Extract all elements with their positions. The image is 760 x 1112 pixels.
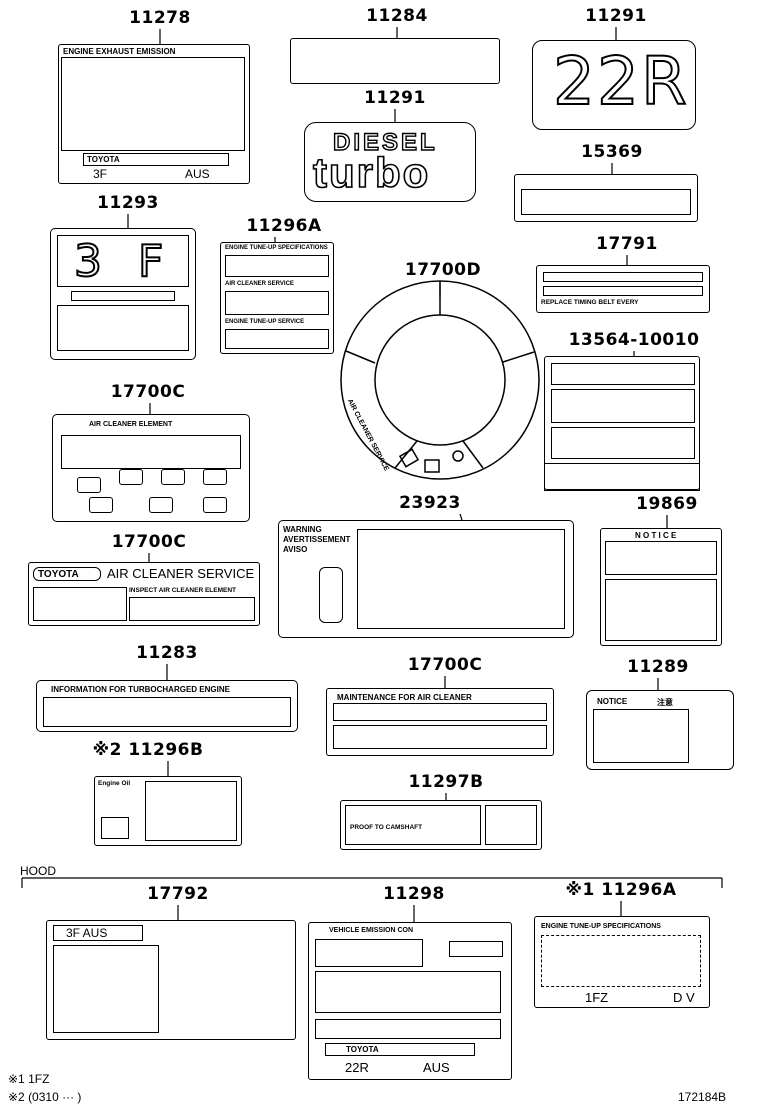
label-17700C-b: TOYOTA AIR CLEANER SERVICE INSPECT AIR C… (28, 562, 260, 626)
code-dv: D V (673, 990, 695, 1005)
part-number-11296A-hood: ※1 11296A (565, 880, 677, 900)
label-11296B: Engine Oil (94, 776, 242, 846)
label-19869: N O T I C E (600, 528, 722, 646)
turbo-text: turbo (312, 148, 431, 197)
label-11298: VEHICLE EMISSION CON TOYOTA 22R AUS (308, 922, 512, 1080)
label-11278: ENGINE EXHAUST EMISSION TOYOTA 3F AUS (58, 44, 250, 184)
part-number-11296A: 11296A (246, 216, 322, 236)
big-f: F (137, 235, 164, 288)
part-number-11283: 11283 (136, 643, 198, 663)
label-23923: WARNING AVERTISSEMENT AVISO (278, 520, 574, 638)
label-11297B: PROOF TO CAMSHAFT (340, 800, 542, 850)
part-number-23923: 23923 (399, 493, 461, 513)
part-number-11291-a: 11291 (585, 6, 647, 26)
part-number-11284: 11284 (366, 6, 428, 26)
oil-can-icon (101, 817, 129, 839)
model-3f: 3F (93, 167, 108, 181)
region-aus: AUS (185, 167, 210, 181)
region-aus-2: AUS (423, 1060, 450, 1075)
label-17700C-c: MAINTENANCE FOR AIR CLEANER (326, 688, 554, 756)
label-11293: 3 F (50, 228, 196, 360)
part-number-11278: 11278 (129, 8, 191, 28)
model-22r: 22R (345, 1060, 369, 1075)
ring-label-17700D (340, 280, 540, 480)
diesel-text: DIESEL (332, 128, 438, 156)
emission-body (61, 57, 245, 151)
hood-label: HOOD (20, 864, 56, 878)
part-number-17700C-c: 17700C (407, 655, 483, 675)
part-number-17791: 17791 (596, 234, 658, 254)
footnote-2: ※2 (0310 ··· ) (8, 1090, 82, 1104)
filter-icon (319, 567, 343, 623)
label-13564-10010 (544, 356, 700, 491)
model-1fz: 1FZ (585, 990, 609, 1005)
part-number-17792: 17792 (147, 884, 209, 904)
part-number-11291-b: 11291 (364, 88, 426, 108)
part-number-13564-10010: 13564-10010 (568, 330, 700, 350)
part-number-15369: 15369 (581, 142, 643, 162)
label-17791: REPLACE TIMING BELT EVERY (536, 265, 710, 313)
label-11296A: ENGINE TUNE-UP SPECIFICATIONS AIR CLEANE… (220, 242, 334, 354)
label-11291-diesel: DIESEL turbo (304, 122, 476, 202)
part-number-11293: 11293 (97, 193, 159, 213)
emission-header: ENGINE EXHAUST EMISSION (63, 47, 176, 56)
part-number-17700D: 17700D (404, 260, 482, 280)
part-number-11297B: 11297B (408, 772, 484, 792)
part-number-17700C-a: 17700C (110, 382, 186, 402)
label-11289: NOTICE 注意 (586, 690, 734, 770)
drawing-number: 172184B (678, 1090, 727, 1104)
toyota-strip: TOYOTA (83, 153, 229, 166)
label-11291-22r: 22R (532, 40, 696, 130)
footnote-1: ※1 1FZ (8, 1072, 50, 1086)
part-number-11289: 11289 (627, 657, 689, 677)
part-number-11296B: ※2 11296B (92, 740, 204, 760)
part-number-11298: 11298 (383, 884, 445, 904)
big-3: 3 (73, 235, 103, 288)
part-number-17700C-b: 17700C (111, 532, 187, 552)
label-11284 (290, 38, 500, 84)
part-number-19869: 19869 (636, 494, 698, 514)
label-15369 (514, 174, 698, 222)
label-11283: INFORMATION FOR TURBOCHARGED ENGINE (36, 680, 298, 732)
label-17792: 3F AUS (46, 920, 296, 1040)
label-11296A-hood: ENGINE TUNE-UP SPECIFICATIONS 1FZ D V (534, 916, 710, 1008)
big-22r: 22R (552, 42, 689, 121)
label-17700C-a: AIR CLEANER ELEMENT (52, 414, 250, 522)
